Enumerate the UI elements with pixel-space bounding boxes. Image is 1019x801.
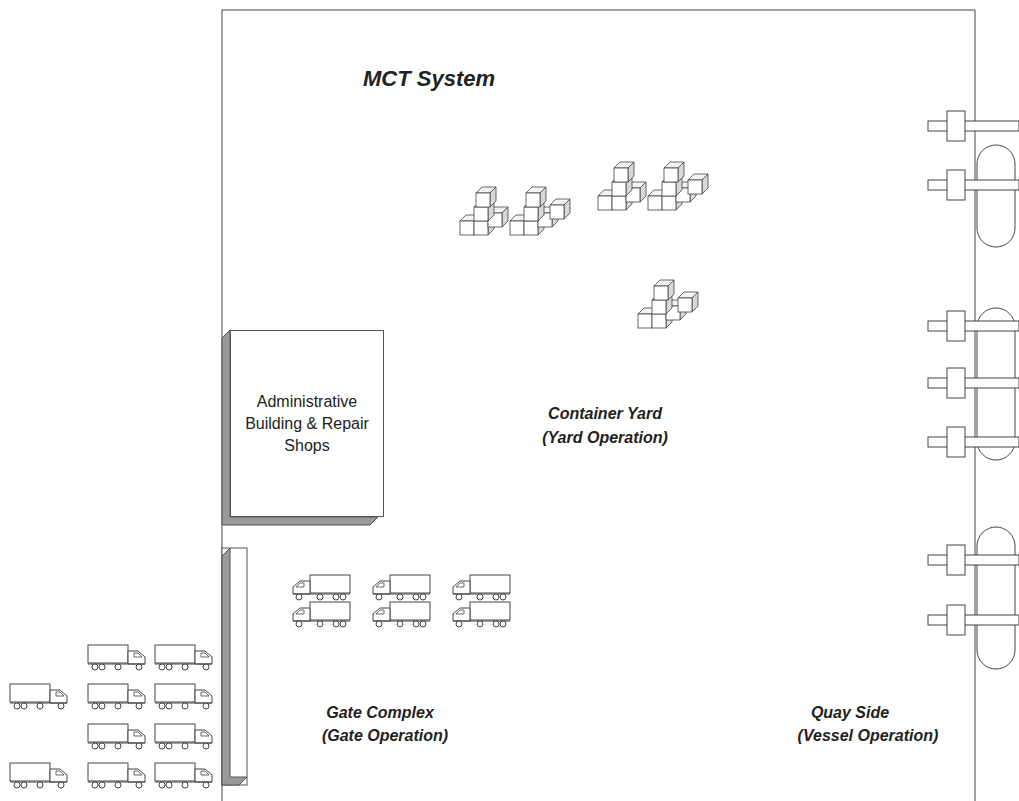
container-stack — [638, 280, 698, 328]
container-stack — [598, 162, 708, 210]
container-stack — [460, 187, 570, 235]
vessel — [977, 145, 1015, 669]
terminal-boundary — [222, 10, 975, 801]
area-label: Container Yard — [548, 405, 662, 423]
gate-shadow — [222, 548, 247, 785]
diagram-title: MCT System — [363, 66, 495, 92]
area-label: Gate Complex — [326, 704, 434, 722]
truck-queue — [10, 645, 212, 788]
building-box: Administrative Building & Repair Shops — [230, 330, 384, 517]
area-label: (Gate Operation) — [322, 727, 448, 745]
area-label: (Yard Operation) — [542, 429, 668, 447]
quay-crane — [928, 111, 1019, 635]
gate-complex — [222, 548, 247, 785]
truck-queue — [293, 575, 510, 627]
area-label: (Vessel Operation) — [798, 727, 939, 745]
area-label: Quay Side — [811, 704, 889, 722]
building-label: Administrative Building & Repair Shops — [231, 385, 383, 463]
